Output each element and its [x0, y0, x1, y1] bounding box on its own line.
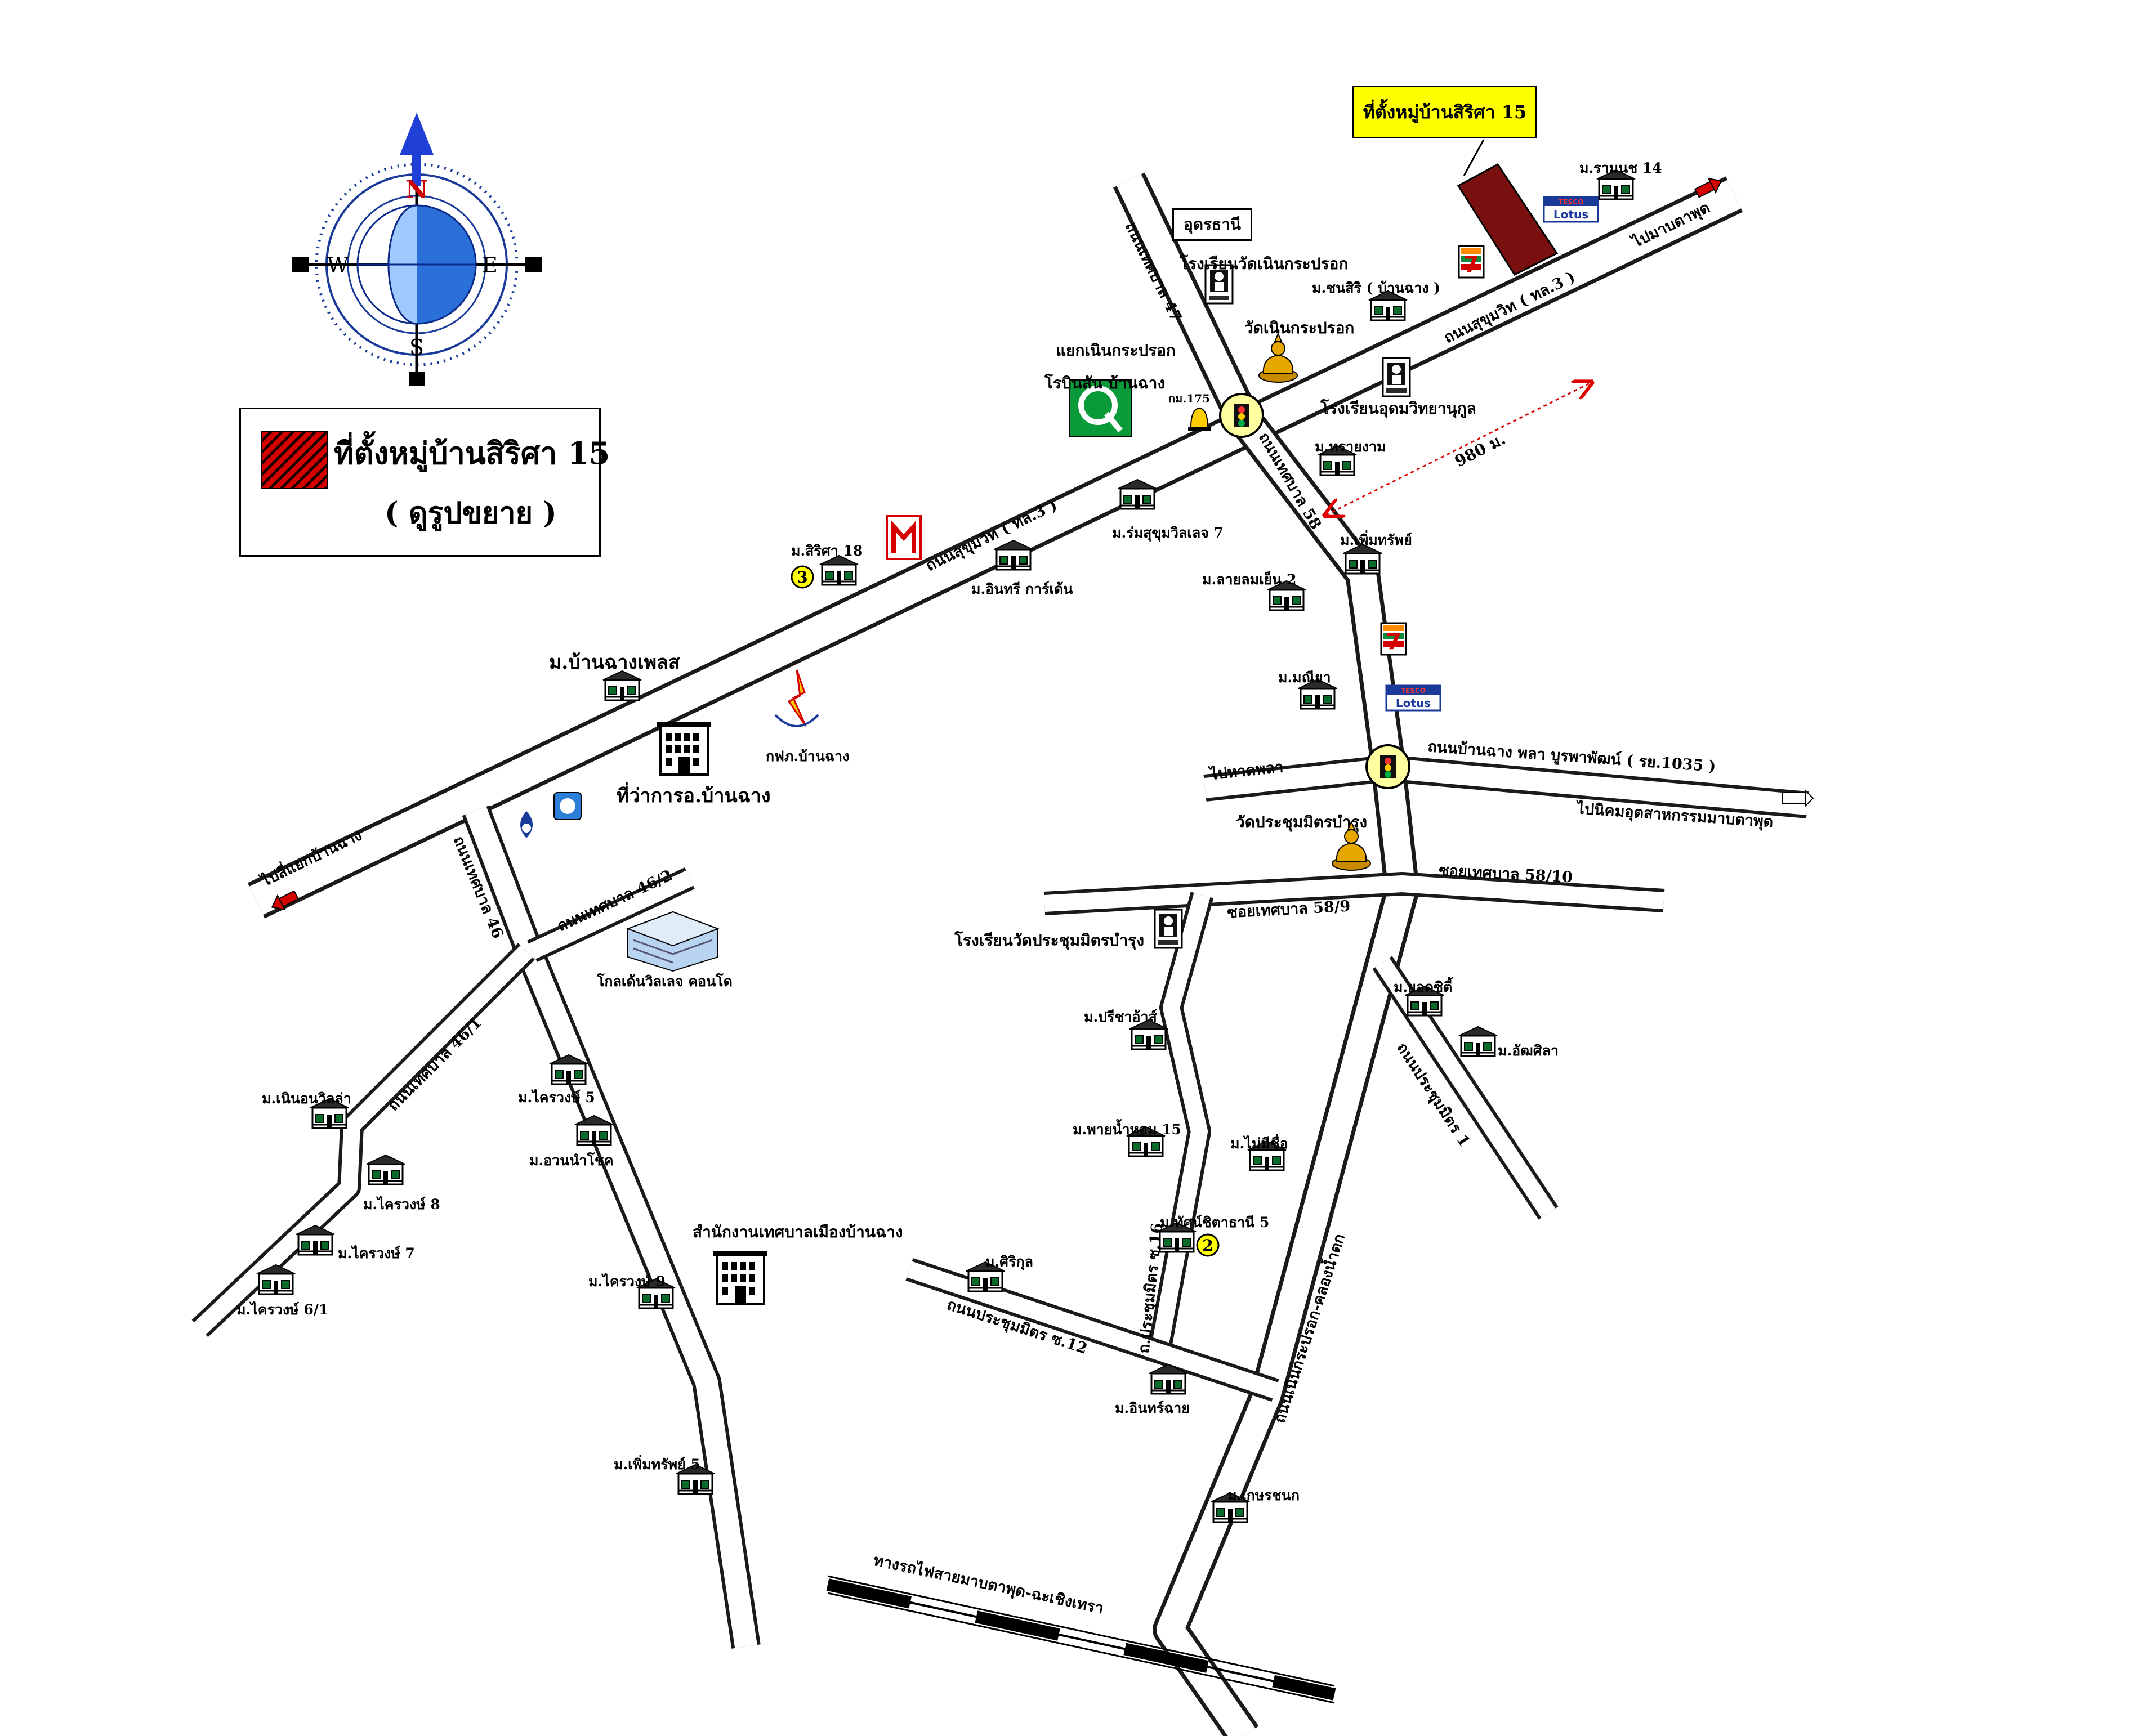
svg-text:2: 2	[1202, 1236, 1213, 1255]
place-golden-condo: โกลเด้นวิลเลจ คอนโด	[596, 973, 733, 990]
place-m-permsap: ม.เพิ่มทรัพย์	[1340, 530, 1412, 548]
legend-swatch	[261, 431, 328, 489]
place-robinson: โรบินสัน บ้านฉาง	[1044, 373, 1165, 392]
lotus-icon	[1543, 196, 1599, 223]
place-m-anan: ม.อวนนำโชค	[529, 1152, 614, 1169]
place-m-krai-6-1: ม.ไครวงษ์ 6/1	[236, 1301, 328, 1318]
compass-north: N	[405, 176, 428, 204]
place-m-ketsiri: ม.เกษรชนก	[1227, 1487, 1300, 1504]
legend: ที่ตั้งหมู่บ้านสิริศา 15 ( ดูรูปขยาย )	[239, 408, 610, 557]
place-school-udom: โรงเรียนอุดมวิทยานุกูล	[1320, 399, 1476, 418]
place-m-inthachai: ม.อินทร์ฉาย	[1115, 1400, 1190, 1416]
junction-ban-chang-phla-icon	[1365, 744, 1410, 789]
marker-3: 3	[791, 565, 814, 589]
site-sirisa-15	[1457, 163, 1559, 276]
site-callout: ที่ตั้งหมู่บ้านสิริศา 15	[1352, 86, 1537, 138]
place-m-permsap-5: ม.เพิ่มทรัพย์ 5	[614, 1455, 700, 1473]
place-m-insiri: ม.อินทรี การ์เด้น	[971, 581, 1073, 597]
place-km-175: กม.175	[1168, 392, 1210, 405]
place-m-krai-8: ม.ไครวงษ์ 8	[363, 1196, 440, 1212]
place-school-wat-noen: โรงเรียนวัดเนินกระปรอก	[1179, 254, 1348, 273]
place-m-athsiri: ม.อัฒศิลา	[1498, 1043, 1559, 1059]
place-m-siri: ม.ศิริกุล	[985, 1254, 1033, 1271]
distance-arrow	[1326, 383, 1591, 515]
school-icon-3	[1154, 909, 1183, 949]
legend-subtitle: ( ดูรูปขยาย )	[385, 496, 557, 530]
sirisa-18-logo-icon	[886, 515, 922, 560]
distance-label: 980 ม.	[1452, 429, 1508, 471]
compass-east: E	[482, 253, 498, 278]
place-m-yodsiri: ม.ยอดซิตี้	[1394, 976, 1454, 995]
place-m-lai-lom-yen-2: ม.ลายลมเย็น 2	[1202, 571, 1296, 588]
compass-south: S	[409, 335, 424, 360]
robinson-logo-icon	[1069, 379, 1132, 437]
place-m-preeya: ม.ปรีชาอ้าส์	[1084, 1009, 1158, 1025]
school-icon-2	[1382, 357, 1411, 397]
compass-west: W	[327, 253, 349, 278]
place-m-manee: ม.มณียา	[1278, 669, 1331, 686]
bell-icon	[1188, 407, 1211, 431]
place-m-noen-villa: ม.เนินอนวิลล่า	[262, 1090, 351, 1107]
junction-noen-krapok-icon	[1219, 393, 1264, 438]
district-office-icon	[656, 721, 712, 776]
compass-rose: N S E W	[292, 113, 542, 386]
condo-icon	[626, 911, 720, 972]
place-m-ramon-14: ม.รามนช 14	[1579, 160, 1662, 176]
pea-icon	[774, 669, 819, 727]
bank-icon-2	[553, 792, 582, 820]
place-pea: กฟภ.บ้านฉาง	[766, 748, 849, 764]
place-m-sai-ngam: ม.ทรายงาม	[1315, 439, 1386, 455]
lotus-icon-2	[1385, 684, 1441, 712]
municipal-office-icon	[712, 1250, 769, 1305]
place-m-krai-7: ม.ไครวงษ์ 7	[338, 1245, 415, 1261]
bank-icon	[520, 811, 533, 838]
place-wat-prachum: วัดประชุมมิตรบำรุง	[1236, 813, 1367, 832]
direction-arrow-west-icon	[271, 890, 300, 911]
place-m-ban-chang-place: ม.บ้านฉางเพลส	[549, 651, 680, 674]
place-m-chonsiri: ม.ชนสิริ ( บ้านฉาง )	[1312, 280, 1440, 296]
north-arrow-icon	[400, 113, 434, 155]
temple-icon	[1258, 333, 1298, 383]
seven-eleven-icon-2	[1380, 622, 1407, 656]
railway	[826, 1575, 1336, 1704]
direction-arrow-industrial-icon	[1782, 789, 1814, 808]
place-m-krai-9: ม.ไครวงษ์ 9	[588, 1273, 666, 1290]
marker-2: 2	[1196, 1233, 1220, 1257]
svg-text:3: 3	[797, 568, 807, 587]
boxed-label: อุดรธานี	[1172, 208, 1252, 241]
place-m-roen-sukhumvit-7: ม.ร่มสุขุมวิลเลจ 7	[1112, 525, 1224, 542]
place-m-mai-mee-cheu: ม.ไม่มีชื่อ	[1230, 1134, 1288, 1152]
road-label-tessaban-58: ถนนเทศบาล 58	[1255, 429, 1324, 533]
place-m-pai-hom-15: ม.พายน้ำหอม 15	[1073, 1118, 1181, 1138]
place-wat-noen: วัดเนินกระปรอก	[1244, 319, 1354, 337]
place-district-office: ที่ว่าการอ.บ้านฉาง	[617, 782, 771, 807]
place-municipal-office: สำนักงานเทศบาลเมืองบ้านฉาง	[693, 1223, 903, 1241]
place-m-thiansiri-5: ม.ทัศน์ชิตาธานี 5	[1160, 1214, 1269, 1231]
legend-title: ที่ตั้งหมู่บ้านสิริศา 15	[334, 435, 610, 471]
direction-arrow-east-icon	[1694, 177, 1722, 198]
place-school-prachum: โรงเรียนวัดประชุมมิตรบำรุง	[954, 930, 1144, 950]
place-m-sirisa-18: ม.สิริศา 18	[791, 543, 863, 559]
place-labels: ม.รามนช 14 โรงเรียนวัดเนินกระปรอก ม.ชนสิ…	[236, 160, 1662, 1504]
place-m-krai-5: ม.ไครวงษ์ 5	[518, 1089, 595, 1106]
place-junction-noen: แยกเนินกระปรอก	[1056, 341, 1176, 360]
seven-eleven-icon	[1458, 245, 1485, 279]
